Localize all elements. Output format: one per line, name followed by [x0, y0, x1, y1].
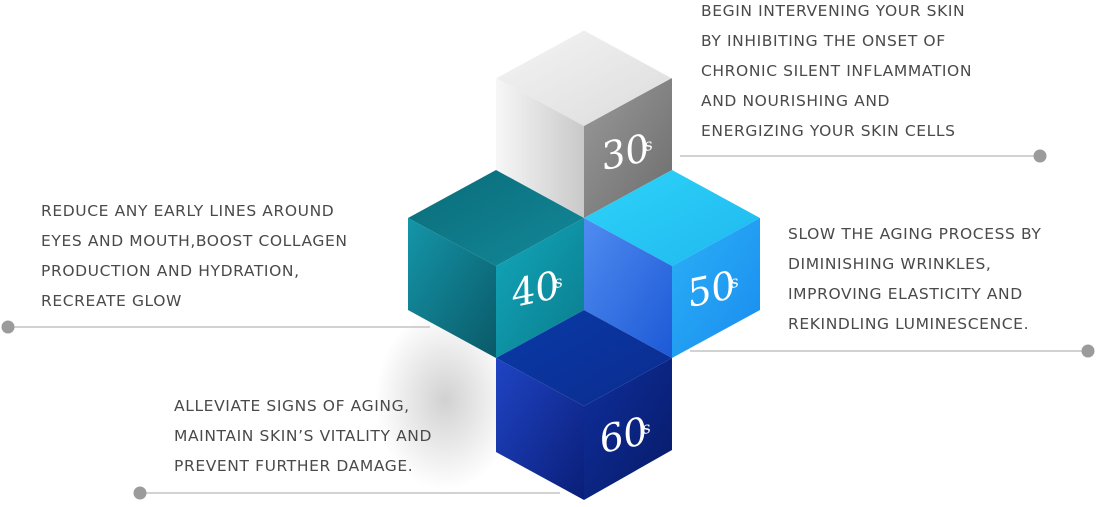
cube-30s — [495, 29, 673, 218]
cube-40s-left — [408, 218, 496, 358]
connector-dot-60s — [133, 486, 147, 500]
description-50s-line: REKINDLING LUMINESCENCE. — [788, 315, 1030, 333]
description-30s-line: CHRONIC SILENT INFLAMMATION — [701, 62, 973, 80]
description-50s-line: SLOW THE AGING PROCESS BY — [788, 225, 1042, 243]
cube-50s — [584, 170, 760, 358]
description-40s-line: RECREATE GLOW — [41, 292, 182, 310]
cube-40s — [408, 170, 584, 358]
connector-60s — [133, 486, 560, 500]
description-30s-line: AND NOURISHING AND — [701, 92, 891, 110]
connector-dot-40s — [1, 320, 15, 334]
cube-30s-suffix: s — [642, 135, 654, 155]
description-60s-line: ALLEVIATE SIGNS OF AGING, — [174, 397, 410, 415]
description-30s-line: ENERGIZING YOUR SKIN CELLS — [701, 122, 956, 140]
description-30s-line: BY INHIBITING THE ONSET OF — [701, 32, 946, 50]
description-40s-line: EYES AND MOUTH,BOOST COLLAGEN — [41, 232, 348, 250]
description-40s-line: REDUCE ANY EARLY LINES AROUND — [41, 202, 335, 220]
cube-50s-age: 50 — [683, 263, 739, 316]
description-40s-line: PRODUCTION AND HYDRATION, — [41, 262, 300, 280]
cube-60s-left — [496, 358, 584, 500]
cube-30s-left — [496, 78, 584, 218]
description-50s-line: DIMINISHING WRINKLES, — [788, 255, 992, 273]
cube-40s-age: 40 — [506, 263, 563, 316]
description-60s-line: MAINTAIN SKIN’S VITALITY AND — [174, 427, 433, 445]
cube-30s-age: 30 — [597, 126, 653, 179]
cube-50s-suffix: s — [728, 272, 740, 292]
cube-60s-right — [584, 358, 672, 500]
description-60s: ALLEVIATE SIGNS OF AGING, MAINTAIN SKIN’… — [174, 391, 432, 481]
description-50s: SLOW THE AGING PROCESS BY DIMINISHING WR… — [788, 219, 1041, 339]
cube-50s-left — [584, 218, 672, 358]
connector-30s — [680, 149, 1047, 163]
cube-40s-right — [496, 218, 584, 358]
cube-40s-suffix: s — [552, 272, 564, 292]
cube-60s-age: 60 — [595, 409, 651, 462]
description-40s: REDUCE ANY EARLY LINES AROUND EYES AND M… — [41, 196, 348, 316]
cube-60s — [496, 310, 672, 500]
connector-dot-30s — [1033, 149, 1047, 163]
cube-30s-right — [584, 78, 672, 218]
description-60s-line: PREVENT FURTHER DAMAGE. — [174, 457, 414, 475]
description-50s-line: IMPROVING ELASTICITY AND — [788, 285, 1023, 303]
cube-60s-suffix: s — [640, 418, 652, 438]
description-30s: BEGIN INTERVENING YOUR SKIN BY INHIBITIN… — [701, 0, 972, 146]
cube-50s-right — [672, 218, 760, 358]
connector-dot-50s — [1081, 344, 1095, 358]
connector-50s — [690, 344, 1095, 358]
description-30s-line: BEGIN INTERVENING YOUR SKIN — [701, 2, 966, 20]
cube-shadow — [375, 310, 515, 490]
connector-40s — [1, 320, 430, 334]
